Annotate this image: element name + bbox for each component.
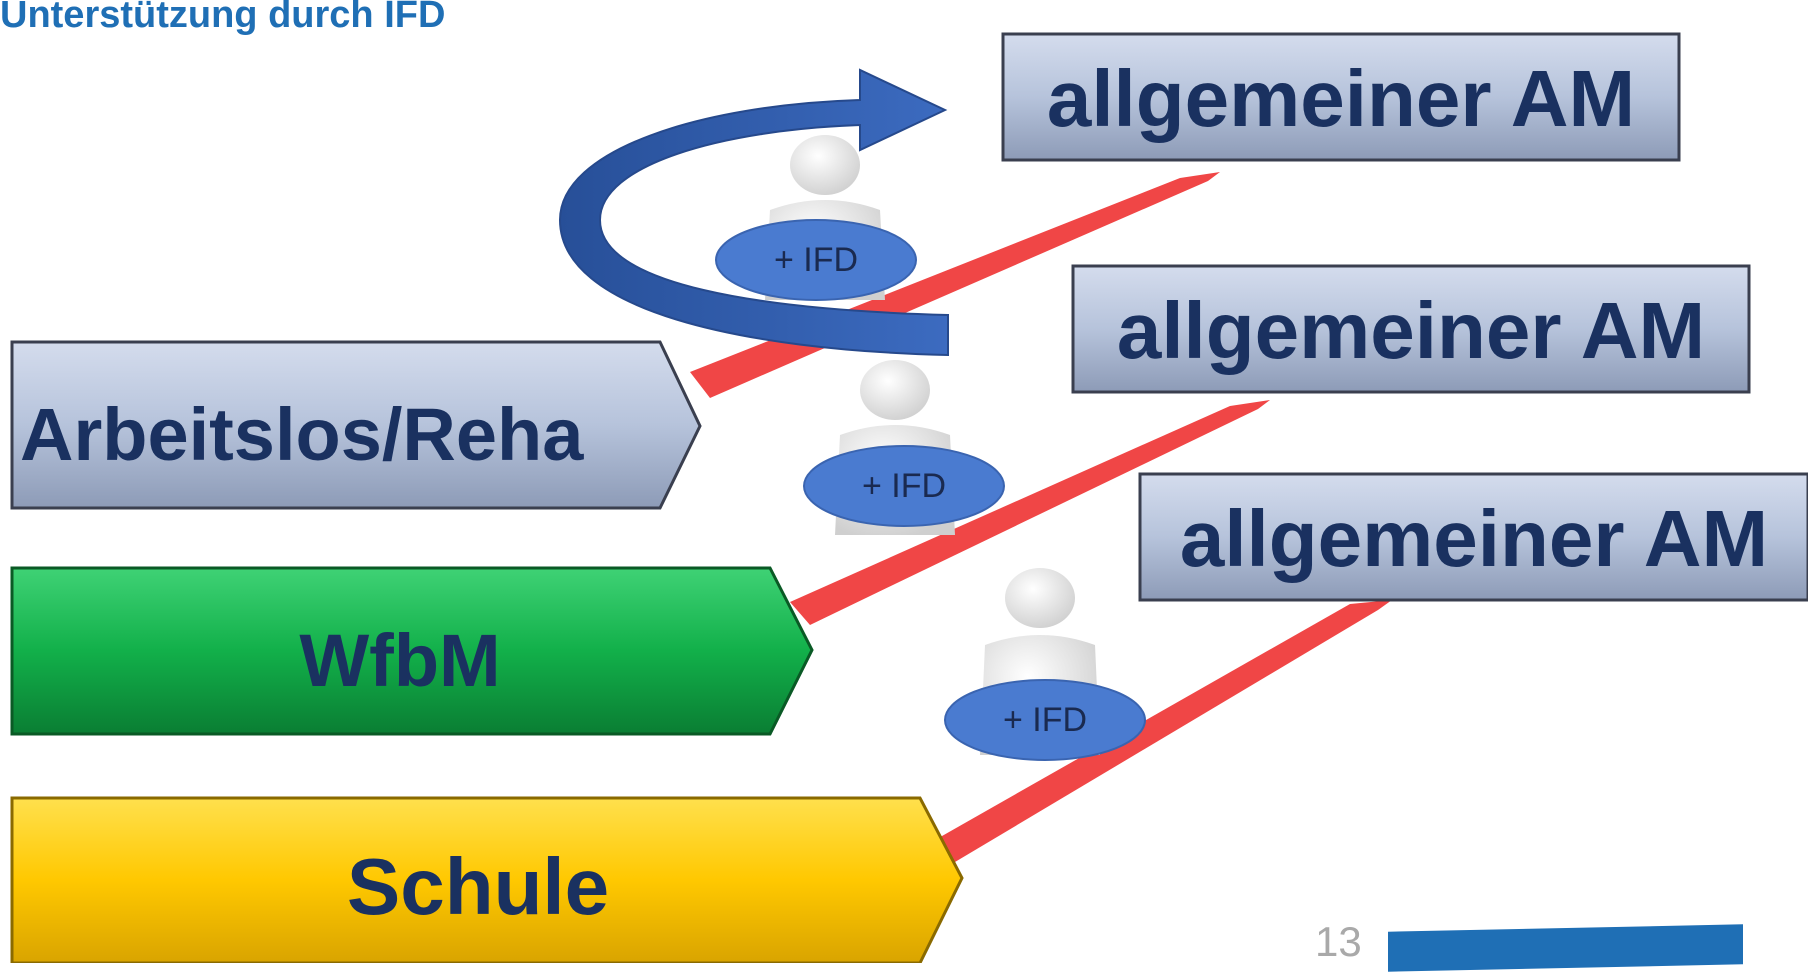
footer-accent-bar [1388,924,1743,972]
target-label-3: allgemeiner AM [1180,494,1768,583]
path-3 [935,600,1392,862]
source-arrow-arbeitslos: Arbeitslos/Reha [10,340,702,510]
slide-title: Unterstützung durch IFD [0,0,446,36]
ifd-label-3: + IFD [1003,701,1087,739]
source-label-schule: Schule [347,842,609,931]
target-box-3: allgemeiner AM [1138,472,1808,602]
ifd-badge-1: + IFD [715,219,917,301]
path-2 [790,400,1270,625]
source-label-wfbm: WfbM [299,619,500,702]
target-label-2: allgemeiner AM [1117,286,1705,375]
ifd-badge-2: + IFD [803,445,1005,527]
source-arrow-wfbm: WfbM [10,566,814,736]
ifd-badge-3: + IFD [944,679,1146,761]
target-label-1: allgemeiner AM [1047,54,1635,143]
curved-arrow-icon [558,68,949,357]
target-box-2: allgemeiner AM [1071,264,1751,394]
source-arrow-schule: Schule [10,796,964,963]
target-box-1: allgemeiner AM [1001,32,1681,162]
ifd-label-2: + IFD [862,467,946,505]
source-label-arbeitslos: Arbeitslos/Reha [20,393,584,476]
page-number: 13 [1315,918,1362,965]
ifd-label-1: + IFD [774,241,858,279]
